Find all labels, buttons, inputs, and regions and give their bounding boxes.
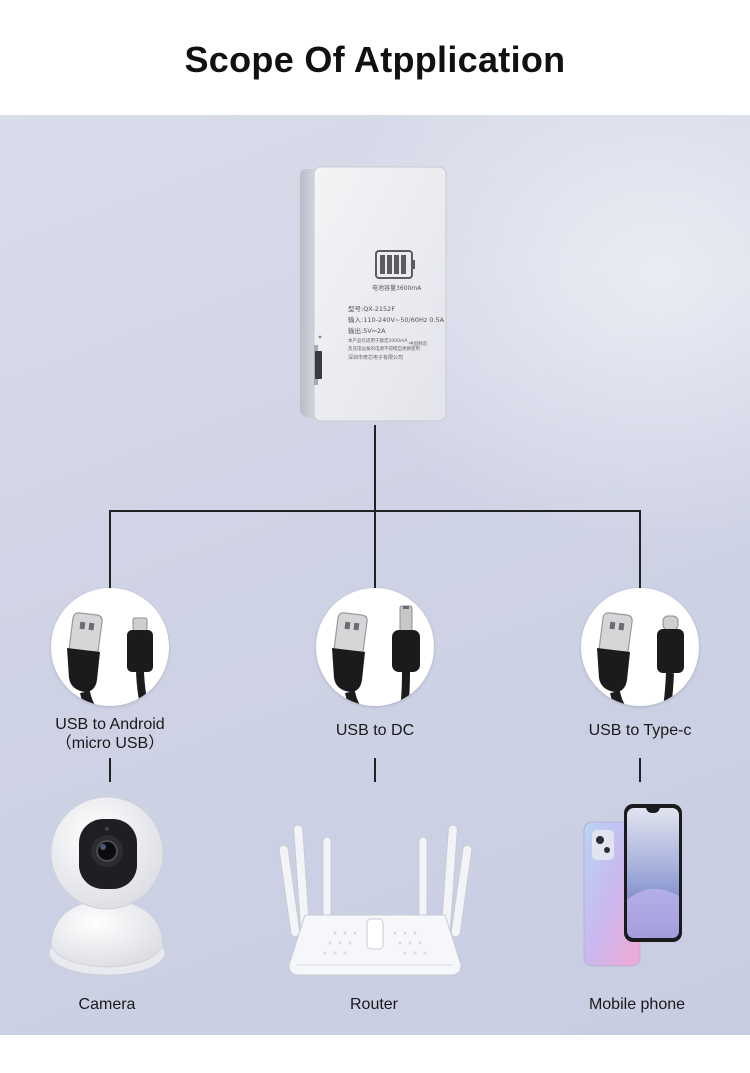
header: Scope Of Atpplication <box>0 0 750 115</box>
cable-circle-dc <box>316 588 434 706</box>
power-bank-output: 输出:5V⎓2A <box>348 327 386 335</box>
security-camera-icon <box>48 796 166 976</box>
usb-typec-cable-icon <box>597 612 684 706</box>
connector-device-center <box>374 758 376 782</box>
connector-drop-left <box>109 510 111 588</box>
usb-dc-cable-icon <box>332 605 420 706</box>
power-bank-maker: 深圳市奇芯电子有限公司 <box>348 355 404 361</box>
power-bank-note-1: 本产品仅适用于额定2000mA <box>348 339 408 344</box>
device-phone <box>580 800 690 970</box>
device-router <box>275 815 475 983</box>
cable-label-micro-usb-line1: USB to Android <box>55 716 165 733</box>
power-bank-origin: 中国制造 <box>409 342 427 347</box>
power-bank-input: 输入:110-240V~50/60Hz 0.5A <box>348 316 445 324</box>
connector-device-right <box>639 758 641 782</box>
device-camera <box>45 795 170 980</box>
cable-label-typec: USB to Type-c <box>560 721 720 740</box>
power-bank-icon <box>300 166 447 422</box>
power-bank-note-2: 及充电设备的电源不得擅自更换使用 <box>348 347 420 352</box>
usb-micro-cable-icon <box>67 612 153 706</box>
power-bank-model: 型号:QX-2152F <box>348 305 396 313</box>
connector-drop-center <box>374 510 376 588</box>
cable-label-dc-line1: USB to DC <box>335 722 415 739</box>
cable-label-typec-line1: USB to Type-c <box>588 722 692 739</box>
wifi-router-icon <box>278 824 473 976</box>
device-label-camera: Camera <box>78 996 136 1013</box>
connector-device-left <box>109 758 111 782</box>
cable-label-micro-usb-line2: （micro USB） <box>55 735 165 752</box>
cable-label-dc: USB to DC <box>295 721 455 740</box>
connector-stem <box>374 425 376 511</box>
power-bank: 电池容量3600mA 型号:QX-2152F 输入:110-240V~50/60… <box>300 165 448 423</box>
bottom-strip <box>0 1035 750 1073</box>
mobile-phone-icon <box>583 804 682 967</box>
cable-circle-micro-usb <box>51 588 169 706</box>
page-title: Scope Of Atpplication <box>184 39 566 80</box>
cable-circle-typec <box>581 588 699 706</box>
power-bank-capacity: 电池容量3600mA <box>372 285 422 292</box>
device-label-router: Router <box>349 996 399 1013</box>
device-label-phone: Mobile phone <box>588 996 686 1013</box>
connector-drop-right <box>639 510 641 588</box>
cable-label-micro-usb: USB to Android （micro USB） <box>30 715 190 753</box>
